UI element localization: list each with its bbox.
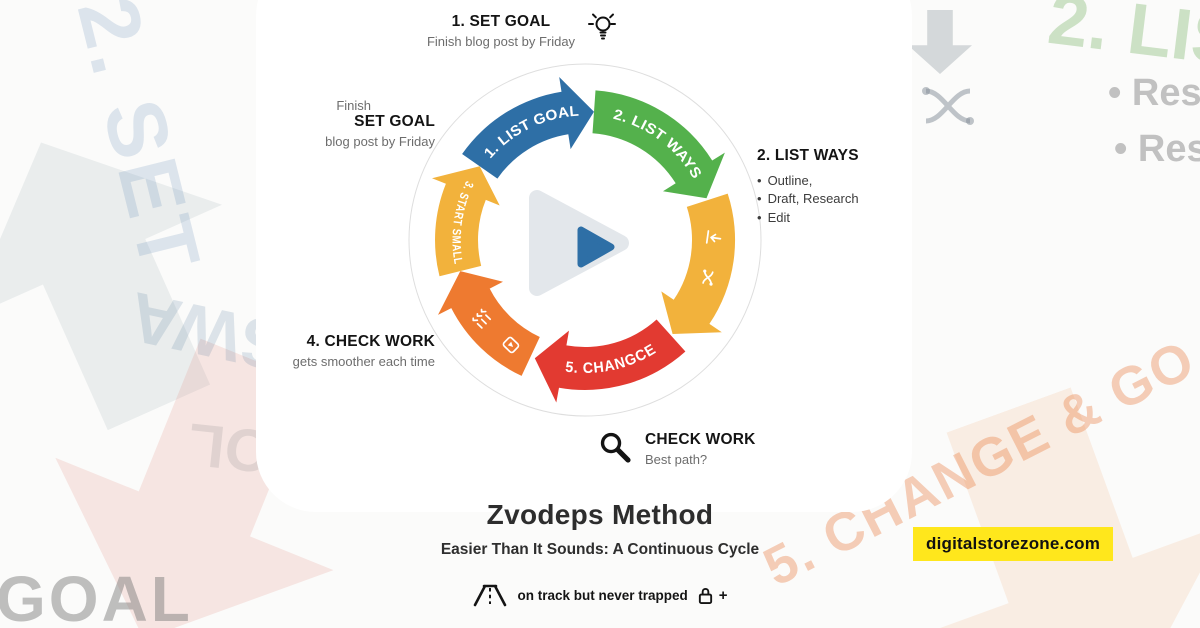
annotation-heading: 2. LIST WAYS (757, 147, 859, 164)
list-item: • Draft, Research (757, 190, 859, 208)
annotation-heading: 4. CHECK WORK (306, 333, 435, 350)
watermark-branch-icon (922, 87, 974, 125)
watermark-res-text: • Res (1114, 128, 1200, 171)
annotation-heading: 1. SET GOAL (451, 13, 551, 30)
bullet-icon: • (1114, 128, 1128, 170)
page-subtitle: Easier Than It Sounds: A Continuous Cycl… (440, 541, 760, 558)
footer: on track but never trapped + (0, 583, 1200, 607)
center-play-small-icon (577, 226, 615, 268)
plus-label: + (718, 586, 728, 604)
page-title: Zvodeps Method (486, 499, 714, 530)
bullet-text: Draft, Research (767, 191, 859, 207)
annotation-check-work-bottom: CHECK WORK Best path? (598, 430, 756, 467)
watermark-arrow-gray (0, 86, 287, 465)
cycle-icon-branch-1 (705, 230, 722, 244)
bullet-icon: • (757, 191, 762, 207)
cycle-segment-check-icons (438, 271, 540, 376)
cycle-segment-ways-icons (661, 193, 736, 334)
annotation-sub: blog post by Friday (325, 134, 435, 149)
cycle-icon-branch-2 (702, 269, 714, 286)
annotation-heading: SET GOAL (354, 113, 435, 130)
bullet-icon: • (757, 209, 762, 225)
cycle-segment-start-small (432, 166, 500, 277)
cycle-icon-check-1 (502, 336, 520, 354)
annotation-sub: Best path? (645, 452, 708, 467)
lock-icon (698, 587, 712, 604)
cycle-segment-changce (534, 319, 686, 403)
annotation-pre: Finish (336, 98, 371, 113)
annotation-set-goal-left: Finish SET GOAL blog post by Friday (298, 98, 435, 149)
cycle-segment-list-ways (592, 90, 725, 199)
cycle-outer-ring (408, 63, 762, 417)
watermark-arrow-down-icon (908, 10, 972, 74)
magnifier-icon (600, 432, 631, 463)
annotation-sub: gets smoother each time (292, 354, 435, 369)
list-item: • Outline, (757, 172, 859, 190)
watermark-set-text: 2. SET (59, 0, 219, 284)
bullet-icon: • (1108, 72, 1122, 114)
watermark-list-text: 2. LIST (1044, 0, 1200, 88)
bullet-text: Outline, (767, 173, 813, 188)
cycle-segment-list-goal (462, 77, 594, 179)
bullet-text: Edit (767, 209, 790, 225)
watermark-res-text: • Res (1108, 72, 1200, 115)
lightbulb-icon (588, 13, 618, 40)
annotation-list-ways: 2. LIST WAYS • Outline, • Draft, Researc… (757, 147, 859, 227)
footer-text: on track but never trapped (517, 587, 688, 603)
annotation-set-goal-top: 1. SET GOAL Finish blog post by Friday (416, 13, 586, 49)
list-item: • Edit (757, 209, 859, 227)
bullet-icon: • (757, 173, 762, 188)
list-ways-bullets: • Outline, • Draft, Research • Edit (757, 172, 859, 227)
website-badge: digitalstorezone.com (913, 527, 1114, 561)
annotation-check-work-left: 4. CHECK WORK gets smoother each time (283, 333, 435, 369)
annotation-sub: Finish blog post by Friday (426, 34, 576, 49)
watermark-res-label: Res (1137, 128, 1200, 170)
annotation-heading: CHECK WORK (645, 431, 756, 448)
watermark-res-label: Res (1131, 72, 1200, 114)
road-icon (474, 584, 507, 607)
cycle-icon-check-2 (472, 308, 492, 329)
